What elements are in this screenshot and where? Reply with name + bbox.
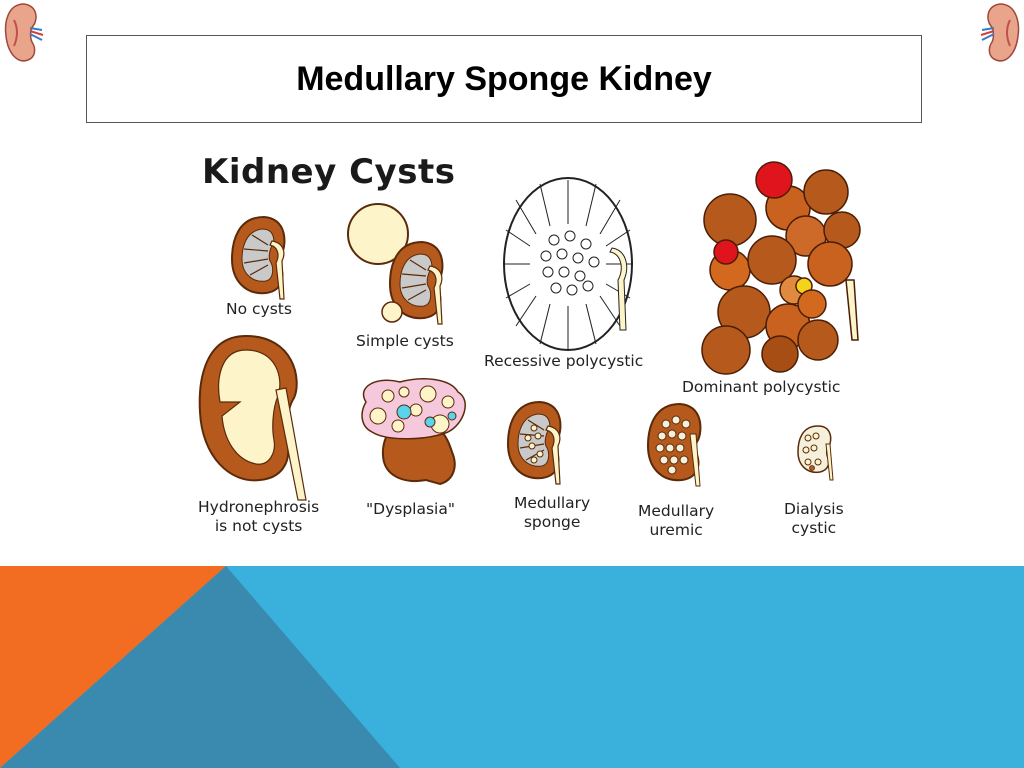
slide-title: Medullary Sponge Kidney (296, 59, 712, 98)
label-recessive-polycystic: Recessive polycystic (484, 352, 644, 370)
dialysis-cystic-kidney (797, 425, 834, 481)
label-medullary-sponge: Medullary sponge (514, 494, 591, 531)
label-simple-cysts: Simple cysts (356, 332, 454, 350)
label-dominant-polycystic: Dominant polycystic (682, 378, 841, 396)
label-no-cysts: No cysts (226, 300, 292, 318)
label-dysplasia: "Dysplasia" (366, 500, 455, 518)
label-hydronephrosis: Hydronephrosis is not cysts (198, 498, 320, 535)
kidney-icon (4, 3, 44, 62)
figure-heading: Kidney Cysts (202, 152, 456, 192)
recessive-polycystic-kidney (503, 177, 633, 351)
medullary-uremic-kidney (646, 402, 702, 487)
dysplasia-kidney (361, 378, 466, 486)
label-medullary-uremic: Medullary uremic (638, 502, 715, 539)
hydronephrosis-kidney (198, 334, 307, 501)
title-box: Medullary Sponge Kidney (86, 35, 922, 123)
medullary-sponge-kidney (507, 401, 562, 485)
kidney-illustrations (198, 161, 861, 501)
label-dialysis-cystic: Dialysis cystic (784, 500, 844, 537)
no-cysts-kidney (231, 216, 286, 300)
footer-decoration (0, 566, 1024, 768)
kidney-icon (980, 3, 1020, 62)
simple-cysts-kidney (347, 203, 444, 325)
dominant-polycystic-kidney (701, 161, 861, 375)
kidney-cysts-figure: Kidney Cysts (190, 140, 870, 550)
